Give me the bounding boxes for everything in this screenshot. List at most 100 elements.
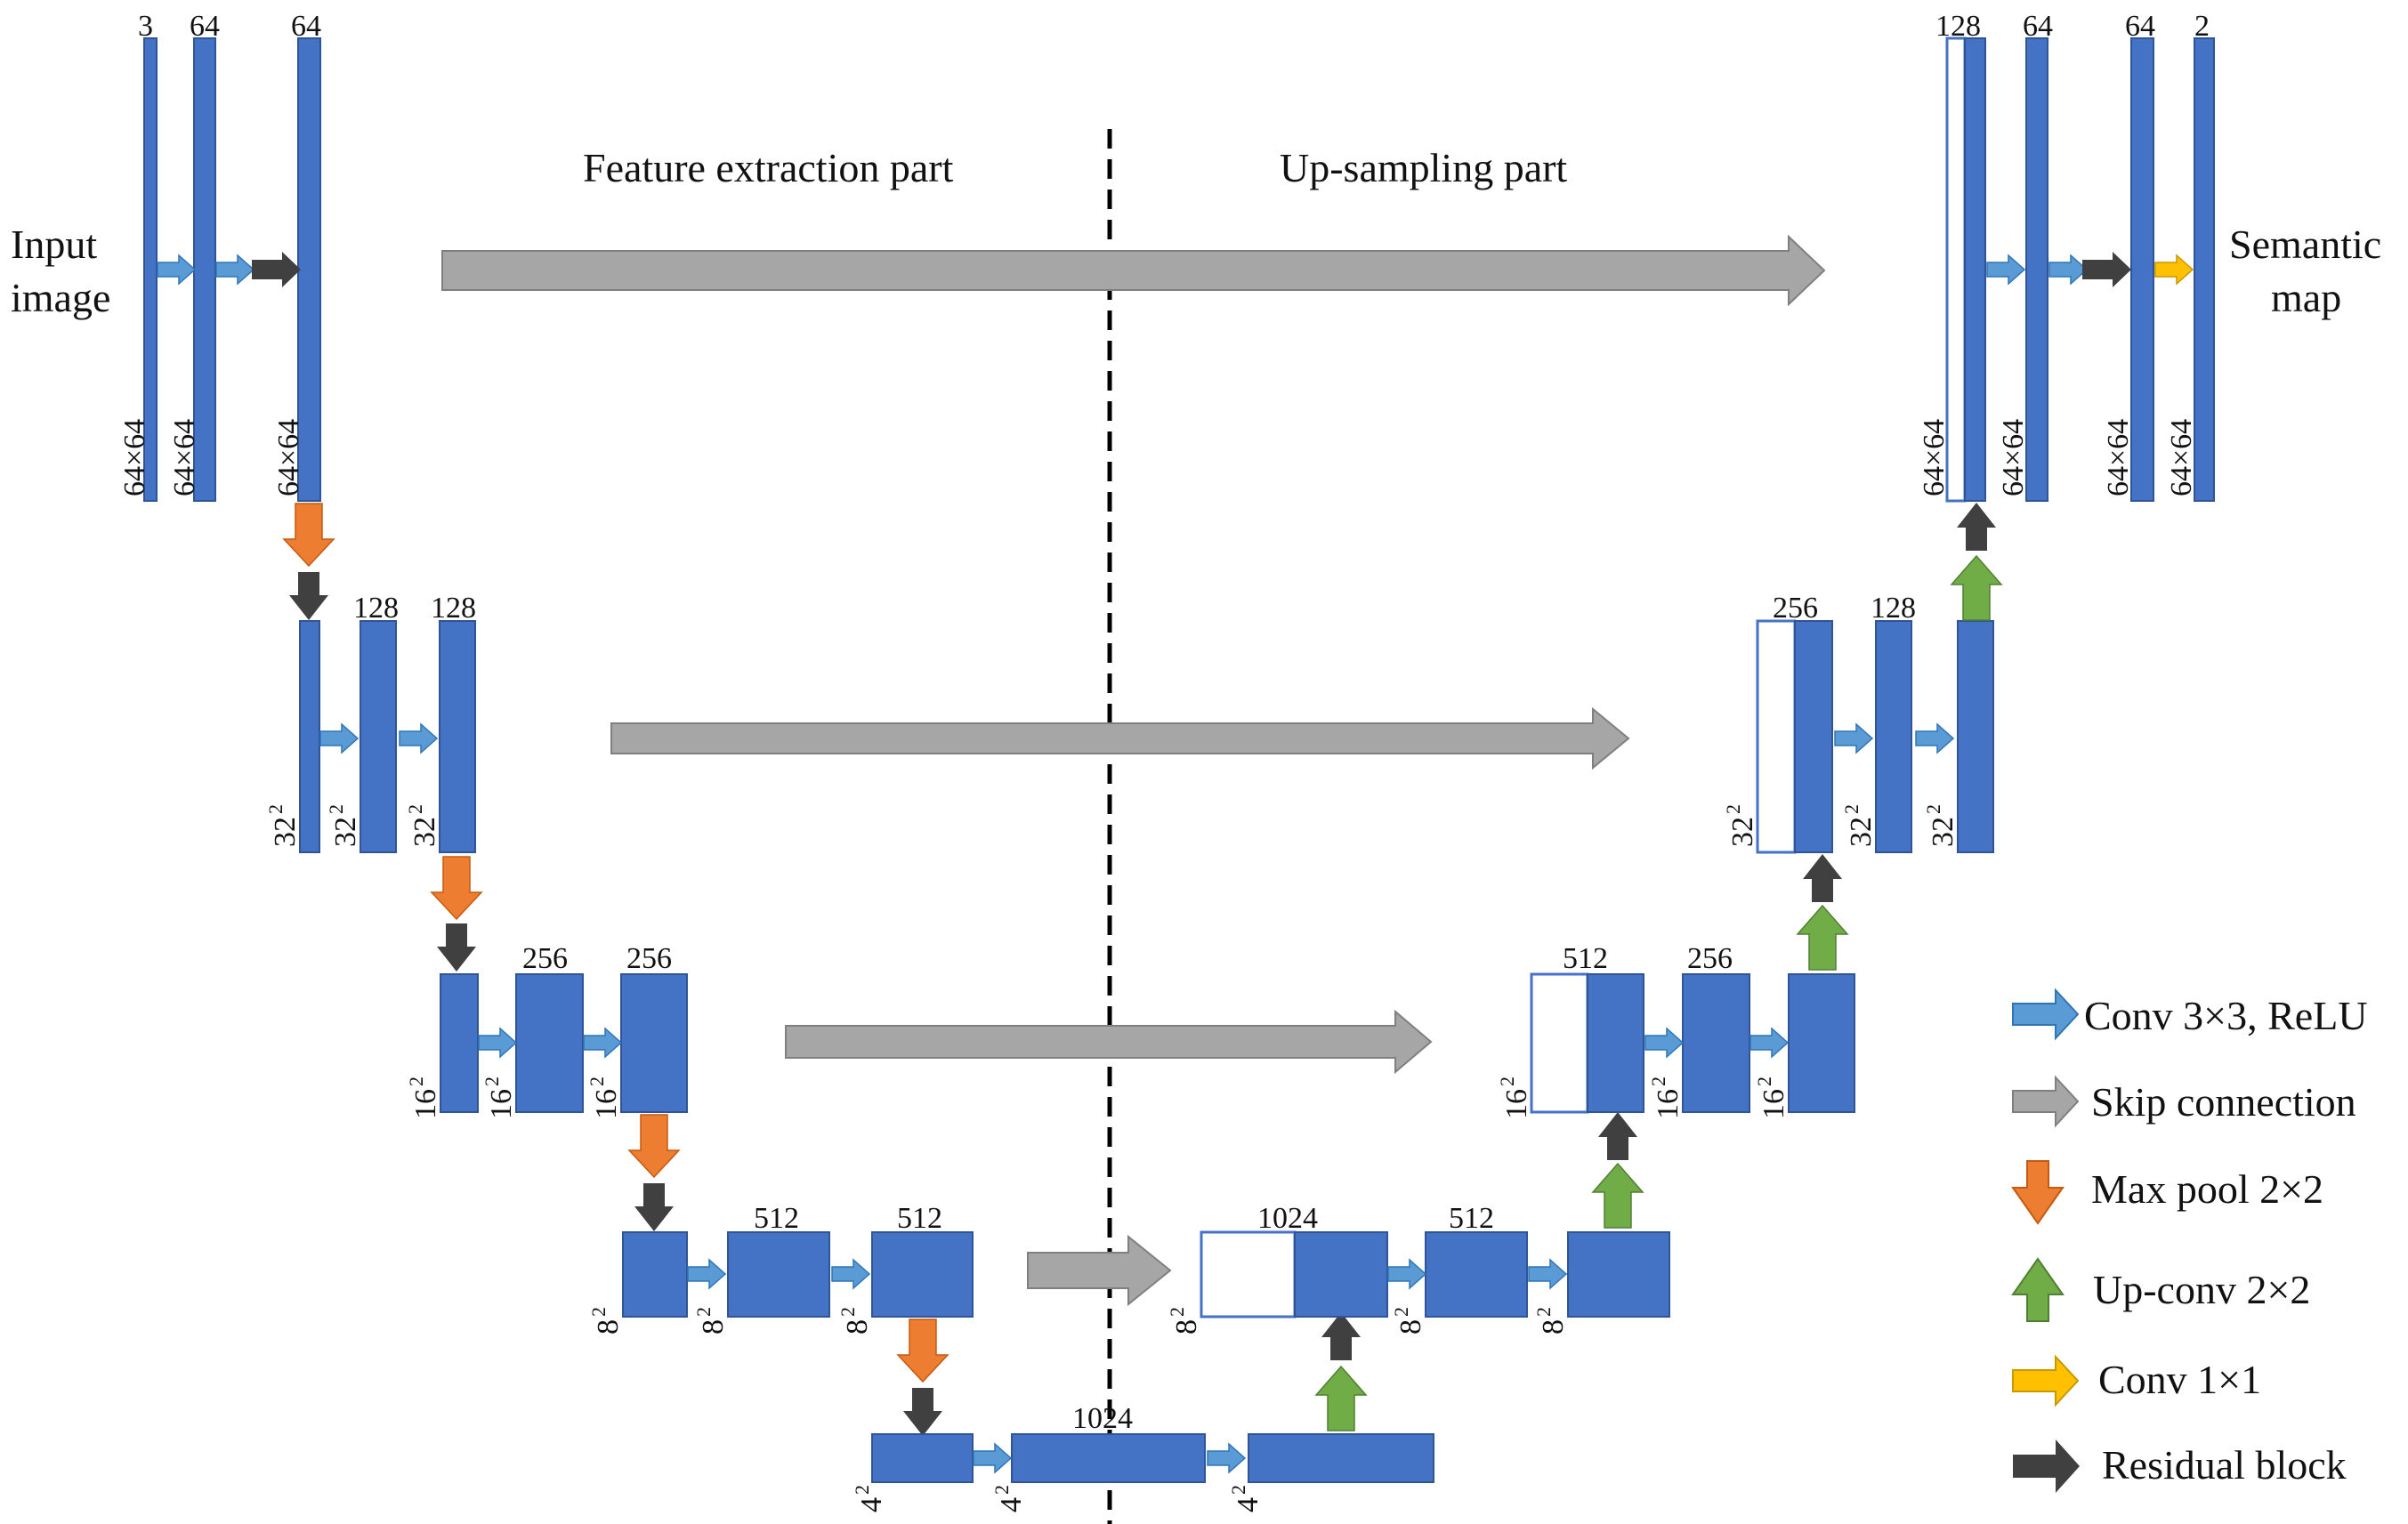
dec4-channels-concat: 1024 [1257,1202,1318,1235]
dec2-size-a: 322 [1840,804,1878,847]
skip-connection-1 [441,234,1826,307]
conv1-arrow [2154,254,2194,285]
dec1-channels-a: 64 [2023,10,2053,43]
dec1-block-upsampled [1964,37,1986,502]
svg-text:16: 16 [1758,1089,1790,1119]
svg-text:16: 16 [1652,1089,1685,1119]
enc2-channels-a: 128 [353,592,399,625]
dec2-size-b: 322 [1922,804,1960,847]
conv3-arrow [1644,1028,1684,1058]
svg-text:2: 2 [325,804,347,814]
dec2-concat-copy [1756,619,1797,854]
feature-extraction-heading: Feature extraction part [583,145,954,190]
dec1-channels-output: 2 [2194,10,2210,43]
enc4-block-in [622,1231,688,1318]
dec3-size-concat: 162 [1496,1076,1533,1119]
enc1-size-input: 64×64 [118,419,151,496]
svg-text:32: 32 [269,817,302,847]
conv3-arrow [2048,254,2088,285]
legend-upconv-label: Up-conv 2×2 [2093,1267,2310,1312]
svg-text:32: 32 [408,817,441,847]
svg-text:2: 2 [481,1076,503,1086]
dec2-size-concat: 322 [1722,804,1759,847]
dec4-block-upsampled [1294,1231,1388,1318]
enc2-block-conv-b [439,620,476,853]
upconv-arrow [1951,555,2002,621]
conv3-arrow [319,723,359,754]
enc4-block-conv-b [871,1231,974,1318]
enc3-size-in: 162 [405,1076,442,1119]
enc1-channels-b: 64 [291,10,321,43]
conv3-arrow [687,1259,726,1289]
svg-text:2: 2 [264,804,287,814]
dec1-size-concat: 64×64 [1918,419,1951,496]
enc1-channels-a: 64 [190,10,220,43]
dec2-block-upsampled [1794,620,1833,853]
bottleneck-block-in [871,1433,974,1483]
maxpool-arrow [283,503,335,567]
conv3-arrow [583,1028,622,1058]
svg-text:2: 2 [851,1485,873,1495]
svg-text:2: 2 [990,1485,1013,1495]
dec4-block-conv-b [1567,1231,1670,1318]
skip-connection-4 [1027,1234,1172,1307]
svg-text:8: 8 [1394,1319,1427,1335]
enc1-size-b: 64×64 [272,419,305,496]
enc3-block-in [440,973,479,1113]
enc3-size-a: 162 [481,1076,518,1119]
conv3-arrow [1528,1259,1567,1289]
skip-connection-3 [785,1009,1433,1075]
upconv-arrow [1797,905,1848,971]
dec3-channels-concat: 512 [1563,942,1608,975]
dec3-block-conv-b [1788,973,1855,1113]
svg-text:2: 2 [405,1076,427,1086]
residual-arrow [252,252,301,287]
conv3-arrow [215,254,255,285]
bottleneck-size-in: 42 [851,1485,888,1512]
enc3-size-b: 162 [586,1076,623,1119]
dec2-block-conv-b [1957,620,1994,853]
enc2-size-b: 322 [404,804,441,847]
dec3-size-b: 162 [1753,1076,1790,1119]
bottleneck-channels: 1024 [1072,1402,1133,1435]
svg-text:2: 2 [404,804,426,814]
residual-down-arrow [634,1183,674,1231]
residual-up-arrow [1321,1312,1361,1360]
dec1-size-a: 64×64 [1997,419,2030,496]
svg-text:2: 2 [1166,1307,1188,1317]
legend-maxpool-icon [2011,1160,2065,1225]
svg-text:2: 2 [586,1076,608,1086]
bottleneck-size-a: 42 [990,1485,1028,1512]
dec1-channels-concat: 128 [1935,10,1981,43]
skip-connection-2 [610,706,1630,770]
dec4-size-concat: 82 [1166,1307,1203,1335]
enc2-block-in [299,620,320,853]
enc4-channels-b: 512 [897,1202,942,1235]
residual-up-arrow [1803,854,1842,902]
svg-text:16: 16 [590,1089,623,1119]
enc3-channels-b: 256 [626,942,672,975]
conv3-arrow [399,723,438,754]
svg-text:8: 8 [697,1319,730,1335]
svg-text:2: 2 [1753,1076,1775,1086]
dec2-channels-a: 128 [1871,592,1916,625]
svg-text:2: 2 [587,1307,610,1317]
svg-text:2: 2 [1532,1307,1555,1317]
enc4-size-a: 82 [692,1307,730,1335]
conv3-arrow [1207,1443,1246,1473]
dec3-block-upsampled [1587,973,1644,1113]
dec3-concat-copy [1530,972,1589,1114]
enc2-size-in: 322 [264,804,302,847]
svg-text:8: 8 [592,1319,625,1335]
residual-down-arrow [289,572,328,620]
dec2-block-conv-a [1875,620,1912,853]
residual-down-arrow [903,1388,942,1436]
svg-text:32: 32 [1726,817,1759,847]
svg-text:2: 2 [1496,1076,1518,1086]
input-label-line2: image [11,275,110,320]
svg-text:2: 2 [1227,1485,1249,1495]
enc3-block-conv-a [515,973,584,1113]
conv3-arrow [973,1443,1012,1473]
residual-arrow [2082,252,2131,287]
legend-skip-icon [2012,1075,2080,1128]
